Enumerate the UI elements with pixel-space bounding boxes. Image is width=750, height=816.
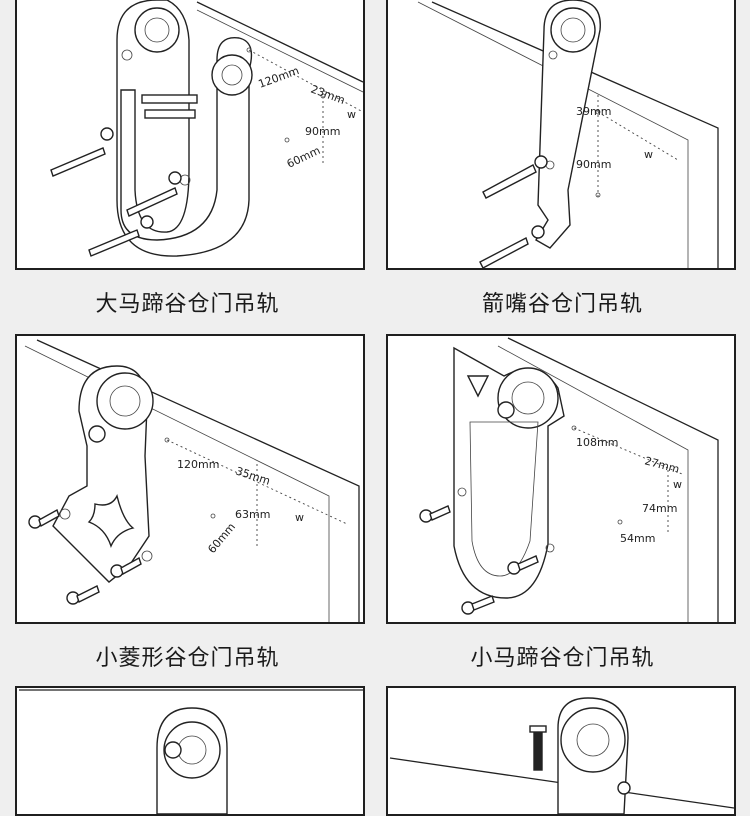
big-horseshoe-drawing: 120mm 23mm w 90mm 60mm [50, 0, 363, 257]
dim-label: 63mm [235, 508, 270, 521]
dim-label: 120mm [177, 458, 219, 471]
dim-label: w [644, 148, 653, 161]
dim-label: w [347, 108, 356, 121]
dim-label: 120mm [257, 64, 301, 91]
dim-label: 90mm [576, 158, 611, 171]
dim-label: 23mm [309, 83, 347, 107]
product-panel-small-horseshoe: 108mm 27mm w 74mm 54mm [386, 334, 736, 624]
product-panel-partial-right [386, 686, 736, 816]
product-panel-big-horseshoe: 120mm 23mm w 90mm 60mm [15, 0, 365, 270]
dim-label: 60mm [205, 520, 238, 556]
dim-label: 90mm [305, 125, 340, 138]
dim-label: 39mm [576, 105, 611, 118]
small-horseshoe-drawing: 108mm 27mm w 74mm 54mm [419, 337, 719, 622]
dim-label: 108mm [576, 436, 618, 449]
caption-arrow: 箭嘴谷仓门吊轨 [481, 292, 643, 317]
small-diamond-drawing: 120mm 35mm 63mm w 60mm [24, 339, 360, 622]
partial-right-drawing [389, 697, 734, 814]
dim-label: 35mm [234, 464, 272, 487]
dim-label: 74mm [642, 502, 677, 515]
partial-left-drawing [19, 689, 363, 814]
caption-big-horseshoe: 大马蹄谷仓门吊轨 [95, 292, 280, 317]
dim-label: 27mm [643, 454, 681, 476]
caption-small-diamond: 小菱形谷仓门吊轨 [95, 646, 280, 671]
product-panel-small-diamond: 120mm 35mm 63mm w 60mm [15, 334, 365, 624]
product-panel-arrow: 39mm 90mm w [386, 0, 736, 270]
dim-label: 60mm [285, 144, 323, 171]
dim-label: w [295, 511, 304, 524]
product-panel-partial-left [15, 686, 365, 816]
caption-small-horseshoe: 小马蹄谷仓门吊轨 [470, 646, 655, 671]
dim-label: 54mm [620, 532, 655, 545]
arrow-drawing: 39mm 90mm w [417, 0, 719, 268]
dim-label: w [673, 478, 682, 491]
